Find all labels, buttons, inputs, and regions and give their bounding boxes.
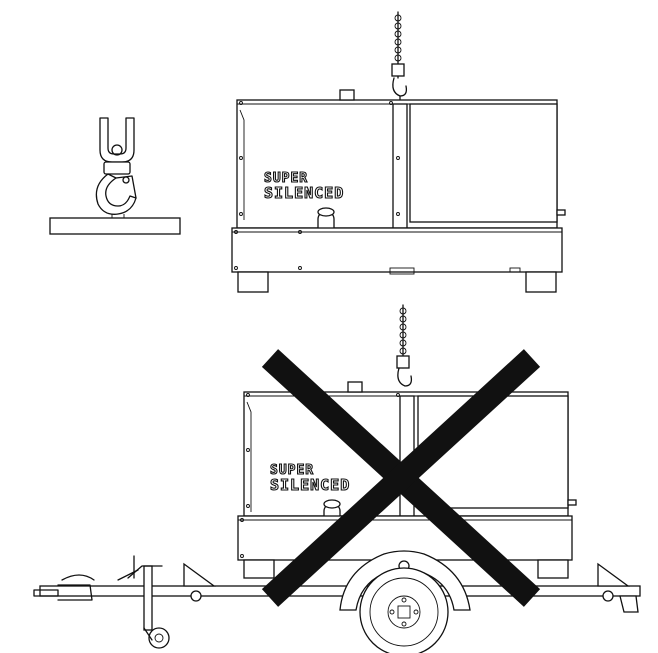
correct-lifting: SUPER SILENCED <box>231 11 566 293</box>
prohibited-x-icon <box>261 349 541 607</box>
road-wheel <box>359 567 449 653</box>
generator-enclosure: SUPER SILENCED <box>236 89 566 247</box>
generator-base-frame-2 <box>237 515 573 579</box>
lifting-eye-plate <box>49 217 181 235</box>
hook-detail <box>49 117 181 235</box>
lifting-eye <box>99 117 135 163</box>
chain-icon <box>391 11 408 103</box>
brand-label-line-2-b: SILENCED <box>270 476 350 494</box>
lifting-hook-icon <box>95 144 137 218</box>
brand-label-line-1: SUPER <box>264 171 308 186</box>
brand-label-line-2: SILENCED <box>264 184 344 202</box>
trailer <box>33 550 641 653</box>
generator-base-frame <box>231 227 563 293</box>
incorrect-lifting: SUPER SILENCED <box>33 304 641 653</box>
chain-icon-2 <box>396 304 413 387</box>
brand-label-line-1-b: SUPER <box>270 463 314 478</box>
jockey-wheel <box>117 555 170 649</box>
